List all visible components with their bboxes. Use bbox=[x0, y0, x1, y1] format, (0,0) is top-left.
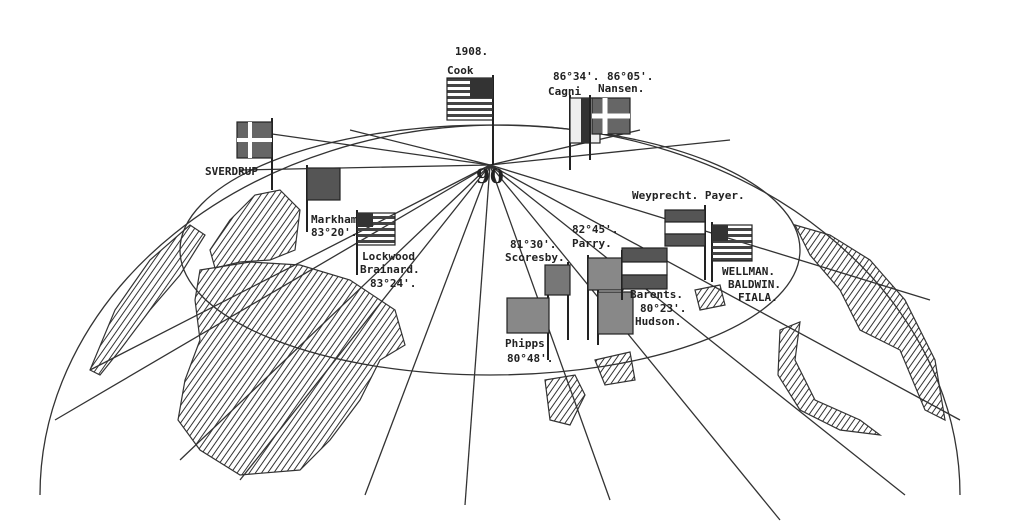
parry-flag bbox=[587, 255, 624, 340]
ellesmere-island bbox=[209, 189, 301, 269]
scoresby-flag bbox=[544, 262, 571, 340]
phipps-label: Phipps bbox=[505, 337, 545, 350]
barents-flag bbox=[621, 247, 668, 300]
west-coast bbox=[89, 224, 206, 376]
phipps-lat-label: 80°48'. bbox=[507, 352, 553, 365]
pole-label: 90 bbox=[476, 164, 504, 188]
lockwood-lat-label: 83°24'. bbox=[370, 277, 416, 290]
parry-label: Parry. bbox=[572, 237, 612, 250]
expedition-labels: 1908. Cook 86°34'. Cagni 86°05'. Nansen.… bbox=[205, 45, 781, 365]
markham-flag bbox=[306, 165, 341, 232]
lockwood-label: Lockwood bbox=[362, 250, 415, 263]
hudson-lat-label: 80°23'. bbox=[640, 302, 686, 315]
brainard-label: Brainard. bbox=[360, 263, 420, 276]
nansen-flag bbox=[589, 95, 631, 160]
markham-label: Markham bbox=[311, 213, 358, 226]
cagni-label: Cagni bbox=[548, 85, 581, 98]
greenland bbox=[177, 261, 406, 476]
phipps-flag bbox=[506, 295, 550, 360]
sverdrup-flag bbox=[236, 118, 273, 190]
novaya-zemlya bbox=[777, 321, 883, 436]
scoresby-label: Scoresby. bbox=[505, 251, 565, 264]
weyprecht-flag bbox=[664, 205, 706, 280]
island-east bbox=[594, 351, 636, 386]
sverdrup-label: SVERDRUP bbox=[205, 165, 258, 178]
wellman-flag bbox=[711, 222, 753, 282]
weyprecht-payer-label: Weyprecht. Payer. bbox=[632, 189, 745, 202]
year-label: 1908. bbox=[455, 45, 488, 58]
baldwin-label: BALDWIN. bbox=[728, 278, 781, 291]
scoresby-lat-label: 81°30'. bbox=[510, 238, 556, 251]
wellman-label: WELLMAN. bbox=[722, 265, 775, 278]
cagni-lat-label: 86°34'. bbox=[553, 70, 599, 83]
hudson-label: Hudson. bbox=[635, 315, 681, 328]
markham-lat-label: 83°20'. bbox=[311, 226, 357, 239]
barents-label: Barents. bbox=[630, 288, 683, 301]
franz-josef-land bbox=[694, 284, 726, 311]
siberia-coast bbox=[793, 224, 946, 422]
spitsbergen bbox=[544, 374, 586, 426]
hudson-flag bbox=[597, 290, 634, 345]
flags bbox=[236, 75, 753, 360]
fiala-label: FIALA. bbox=[738, 291, 778, 304]
nansen-lat-label: 86°05'. bbox=[607, 70, 653, 83]
lockwood-flag bbox=[356, 210, 396, 275]
cook-flag bbox=[446, 75, 494, 165]
land-masses bbox=[89, 189, 946, 476]
nansen-label: Nansen. bbox=[598, 82, 644, 95]
cook-label: Cook bbox=[447, 64, 474, 77]
parry-lat-label: 82°45'. bbox=[572, 223, 618, 236]
